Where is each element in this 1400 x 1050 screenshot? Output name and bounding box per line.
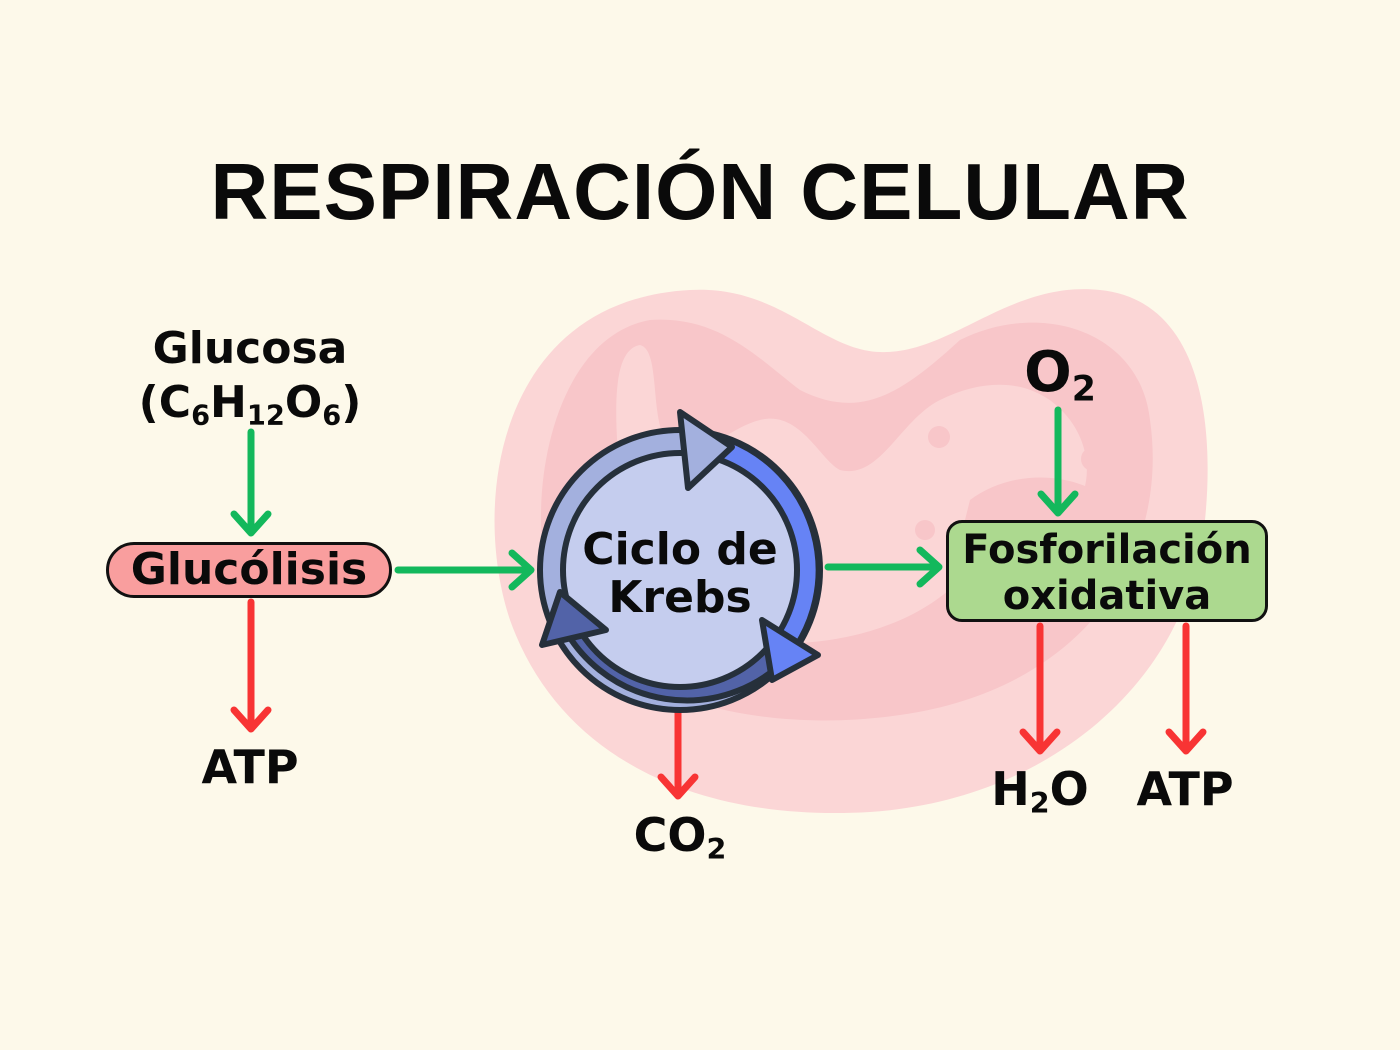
- oxygen-label: O2: [1024, 340, 1096, 410]
- arrow-oxygen-to-oxphos: [1037, 406, 1079, 517]
- page-title: RESPIRACIÓN CELULAR: [210, 147, 1190, 236]
- atp-glycolysis-label: ATP: [201, 740, 299, 794]
- krebs-arrowhead-right: [759, 617, 821, 683]
- krebs-cycle-label: Ciclo de Krebs: [560, 526, 800, 622]
- atp-oxphos-label: ATP: [1136, 762, 1234, 816]
- oxphos-label-line1: Fosforilación: [962, 527, 1252, 573]
- arrow-glucose-to-glycolysis: [230, 428, 272, 537]
- krebs-arrowhead-left: [539, 589, 609, 648]
- cycle-arrows-icon: [537, 409, 823, 713]
- arrow-krebs-to-co2: [657, 708, 699, 800]
- arrow-glycolysis-to-atp: [230, 598, 272, 733]
- mitochondrion-granule: [915, 520, 935, 540]
- krebs-cycle-inner: [560, 450, 800, 690]
- glycolysis-node: Glucólisis: [106, 542, 392, 598]
- glucose-formula: (C6H12O6): [138, 377, 362, 432]
- krebs-label-line1: Ciclo de: [582, 524, 778, 575]
- glucose-name: Glucosa: [152, 323, 348, 374]
- arrow-oxphos-to-atp: [1165, 622, 1207, 755]
- arrow-glycolysis-to-krebs: [394, 549, 535, 591]
- arrow-krebs-to-oxphos: [824, 546, 943, 588]
- krebs-label-line2: Krebs: [608, 572, 752, 623]
- oxphos-label-line2: oxidativa: [1002, 573, 1212, 619]
- glucose-label: Glucosa (C6H12O6): [100, 322, 400, 430]
- oxidative-phosphorylation-node: Fosforilación oxidativa: [946, 520, 1268, 622]
- mitochondrion-granule: [1081, 447, 1105, 471]
- water-label: H2O: [991, 762, 1089, 820]
- co2-label: CO2: [633, 808, 727, 866]
- mitochondrion-granule: [928, 426, 950, 448]
- arrow-oxphos-to-water: [1019, 622, 1061, 755]
- krebs-arrowhead-top: [677, 409, 735, 491]
